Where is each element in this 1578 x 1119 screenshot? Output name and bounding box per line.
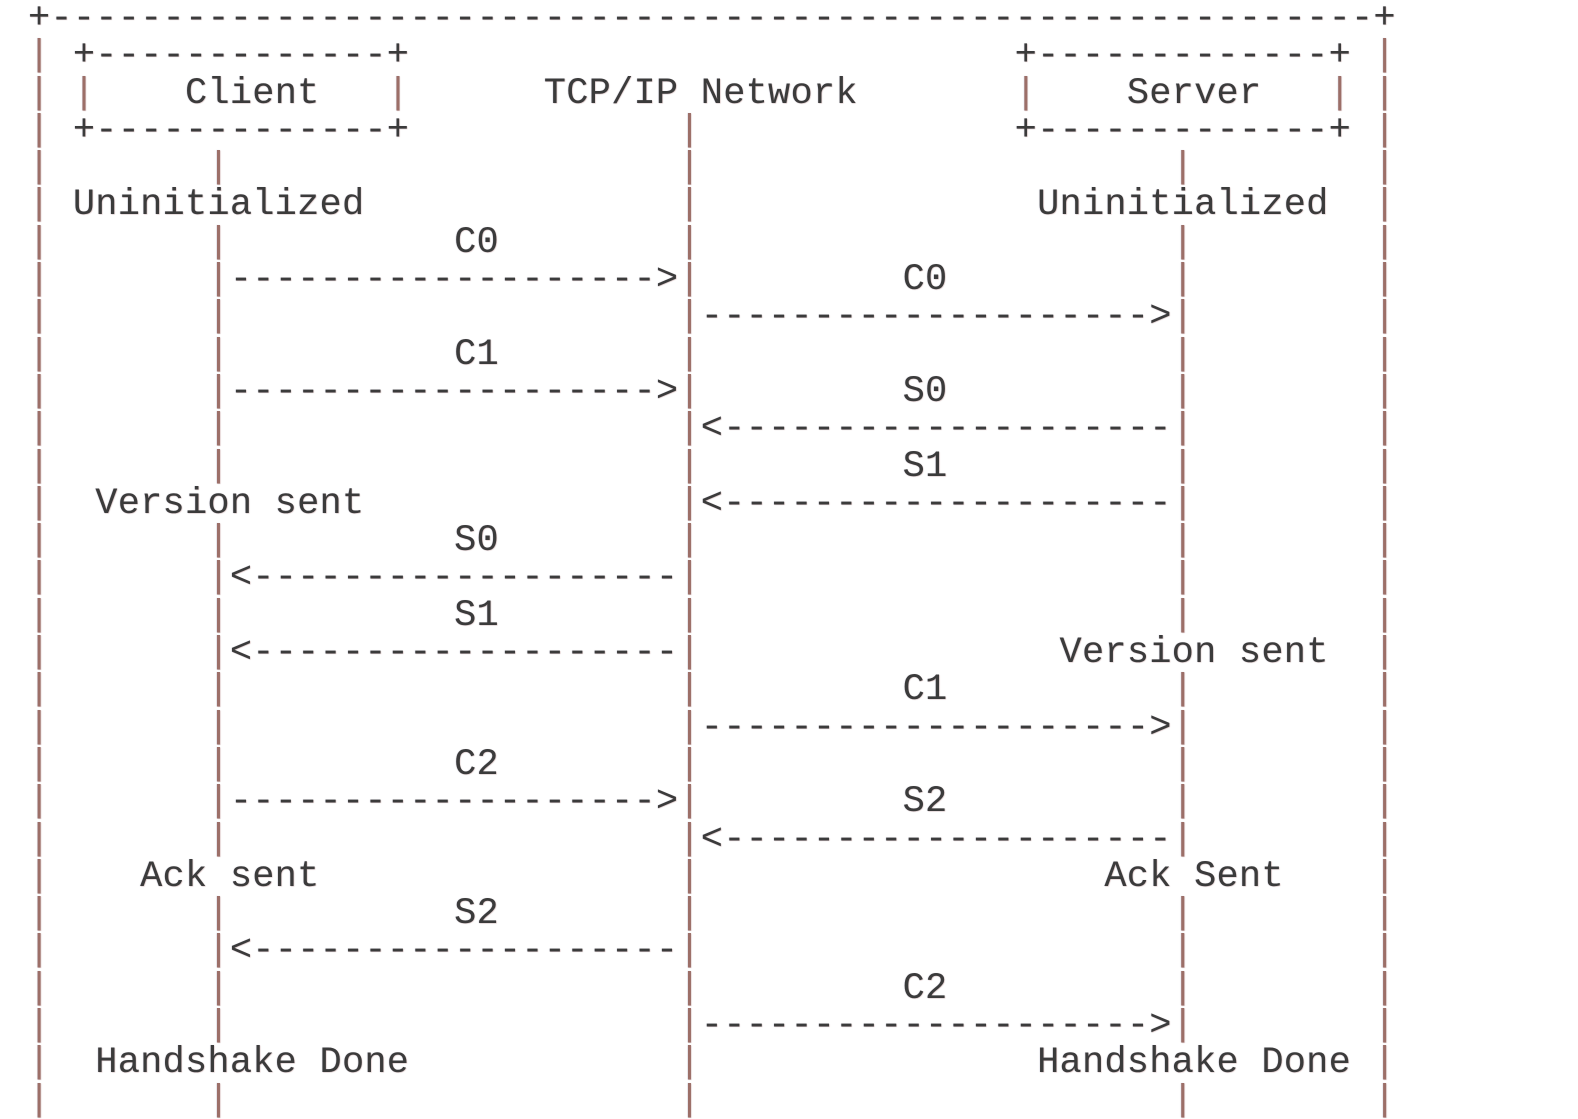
ascii-diagram: +---------------------------------------… [28, 0, 1396, 1119]
handshake-sequence-diagram: +---------------------------------------… [28, 0, 1396, 1119]
